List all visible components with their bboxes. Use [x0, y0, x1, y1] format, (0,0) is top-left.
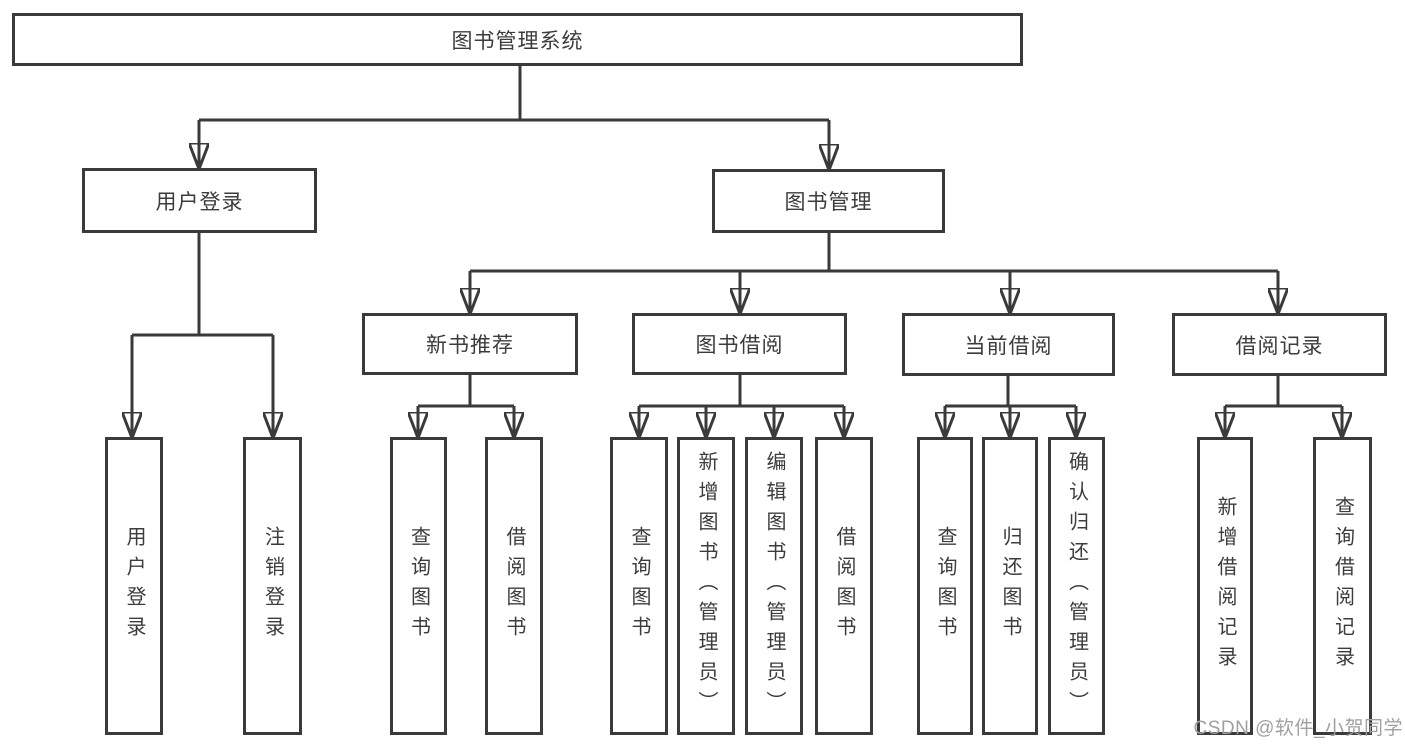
leaf-edit-book-admin: 编辑图书（管理员）: [745, 437, 803, 735]
leaf-logout-label: 注销登录: [261, 526, 284, 646]
leaf-user-login-label: 用户登录: [123, 526, 145, 646]
leaf-add-book-admin-label: 新增图书（管理员）: [695, 451, 717, 721]
node-root-system: 图书管理系统: [12, 13, 1023, 66]
leaf-query-borrow-record-label: 查询借阅记录: [1331, 496, 1354, 676]
leaf-query-books-current: 查询图书: [917, 437, 973, 735]
leaf-query-books-current-label: 查询图书: [934, 526, 956, 646]
leaf-confirm-return-admin-label: 确认归还（管理员）: [1065, 451, 1088, 721]
node-user-login: 用户登录: [82, 168, 317, 233]
leaf-logout: 注销登录: [243, 437, 302, 735]
leaf-query-borrow-record: 查询借阅记录: [1313, 437, 1372, 735]
leaf-add-borrow-record: 新增借阅记录: [1197, 437, 1253, 735]
leaf-query-books-borrowing: 查询图书: [610, 437, 668, 735]
node-book-management-label: 图书管理: [784, 191, 873, 214]
leaf-query-books-recommend-label: 查询图书: [407, 526, 430, 646]
node-new-book-recommend: 新书推荐: [362, 313, 578, 375]
node-borrowing-records: 借阅记录: [1172, 313, 1387, 376]
leaf-borrow-books-borrowing: 借阅图书: [815, 437, 873, 735]
leaf-add-book-admin: 新增图书（管理员）: [677, 437, 735, 735]
node-book-borrowing-label: 图书借阅: [695, 334, 784, 357]
node-new-book-recommend-label: 新书推荐: [426, 334, 514, 357]
node-book-borrowing: 图书借阅: [632, 313, 847, 375]
leaf-return-books: 归还图书: [982, 437, 1038, 735]
leaf-user-login: 用户登录: [105, 437, 163, 735]
node-user-login-label: 用户登录: [155, 190, 244, 214]
node-book-management: 图书管理: [712, 169, 945, 233]
node-borrowing-records-label: 借阅记录: [1235, 334, 1324, 358]
node-root-label: 图书管理系统: [451, 29, 584, 53]
leaf-borrow-books-recommend: 借阅图书: [485, 437, 543, 735]
node-current-borrowing: 当前借阅: [902, 313, 1115, 376]
leaf-edit-book-admin-label: 编辑图书（管理员）: [763, 451, 785, 721]
leaf-add-borrow-record-label: 新增借阅记录: [1214, 496, 1236, 676]
leaf-confirm-return-admin: 确认归还（管理员）: [1048, 437, 1105, 735]
leaf-borrow-books-borrowing-label: 借阅图书: [833, 526, 855, 646]
node-current-borrowing-label: 当前借阅: [964, 334, 1053, 358]
leaf-borrow-books-recommend-label: 借阅图书: [503, 526, 525, 646]
leaf-return-books-label: 归还图书: [999, 526, 1021, 646]
leaf-query-books-recommend: 查询图书: [390, 437, 447, 735]
csdn-watermark: CSDN @软件_小贺同学: [1193, 718, 1403, 739]
leaf-query-books-borrowing-label: 查询图书: [628, 526, 650, 646]
